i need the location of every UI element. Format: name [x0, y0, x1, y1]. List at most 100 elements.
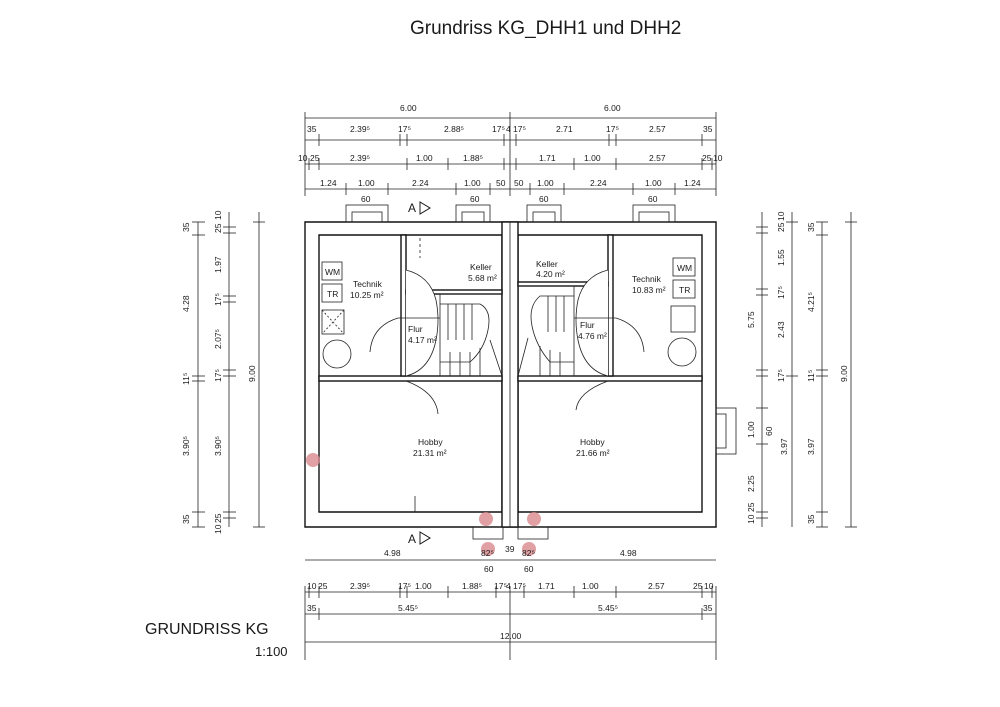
dim-left-inner-i: 25	[213, 513, 223, 523]
dim-top-r2-j: 10	[713, 153, 723, 163]
room-area-flur-2: 4.76 m²	[578, 331, 607, 341]
top-dimension-chains: 6.00 6.00 35 2.39⁵ 17⁵ 2.88⁵ 17⁵ 4 17⁵ 2…	[298, 103, 723, 204]
dim-window-top-2: 60	[470, 194, 480, 204]
dim-bottom-r1-e: 1.00	[415, 581, 432, 591]
room-area-technik-2: 10.83 m²	[632, 285, 666, 295]
dim-bottom-r1-d: 17⁵	[398, 581, 411, 591]
room-area-keller-1: 5.68 m²	[468, 273, 497, 283]
dim-bottom-r1-b: 25	[318, 581, 328, 591]
dim-top-r3-c: 2.24	[412, 178, 429, 188]
dim-top-r2-g: 1.00	[584, 153, 601, 163]
dim-right-mid-a: 5.75	[746, 311, 756, 328]
dim-top-r3-d: 1.00	[464, 178, 481, 188]
dim-top-r2-e: 1.88⁵	[463, 153, 483, 163]
room-name-hobby-2: Hobby	[580, 437, 605, 447]
dim-left-inner-c: 1.97	[213, 256, 223, 273]
dim-top-r2-h: 2.57	[649, 153, 666, 163]
dim-bottom-r2-c: 5.45⁵	[598, 603, 618, 613]
dim-top-r2-d: 1.00	[416, 153, 433, 163]
dim-top-total-right: 6.00	[604, 103, 621, 113]
dim-top-r1-h: 2.71	[556, 124, 573, 134]
room-name-technik-1: Technik	[353, 279, 383, 289]
marker-dot	[527, 512, 541, 526]
dim-bottom-r2-b: 5.45⁵	[398, 603, 418, 613]
dim-window-top-4: 60	[648, 194, 658, 204]
dim-top-r3-j: 1.24	[684, 178, 701, 188]
highlight-markers	[306, 453, 541, 556]
dim-top-r1-a: 35	[307, 124, 317, 134]
dim-bottom-r1-k: 1.00	[582, 581, 599, 591]
dim-bottom-r1-l: 2.57	[648, 581, 665, 591]
room-name-keller-1: Keller	[470, 262, 492, 272]
marker-dot	[306, 453, 320, 467]
dim-top-r2-b: 25	[310, 153, 320, 163]
dim-bottom-r1-a: 10	[307, 581, 317, 591]
dim-left-inner-f: 17⁵	[213, 369, 223, 382]
room-area-hobby-1: 21.31 m²	[413, 448, 447, 458]
dim-top-r1-e: 17⁵	[492, 124, 505, 134]
room-area-technik-1: 10.25 m²	[350, 290, 384, 300]
plan-label: GRUNDRISS KG	[145, 621, 269, 638]
dim-left-inner-d: 17⁵	[213, 293, 223, 306]
section-markers: A A	[408, 201, 431, 546]
dim-top-r2-a: 10	[298, 153, 308, 163]
dim-bottom-r1-g: 17⁵	[494, 581, 507, 591]
drawing-title: Grundriss KG_DHH1 und DHH2	[410, 18, 682, 39]
dim-left-outer-d: 3.90⁵	[181, 436, 191, 456]
room-area-flur-1: 4.17 m²	[408, 335, 437, 345]
dim-right-inner-a: 25	[776, 222, 786, 232]
dim-right-inner-e: 2.43	[776, 321, 786, 338]
marker-dot	[481, 542, 495, 556]
door-swings	[369, 238, 645, 512]
dim-top-r3-f: 50	[514, 178, 524, 188]
dim-bottom-part-a: 4.98	[384, 548, 401, 558]
dim-bottom-r1-j: 1.71	[538, 581, 555, 591]
appliance-label: TR	[679, 285, 690, 295]
dim-bottom-r1-f: 1.88⁵	[462, 581, 482, 591]
dim-left-outer-c: 11⁵	[181, 373, 191, 385]
dim-right-outer-d: 3.97	[806, 438, 816, 455]
staircase	[439, 285, 575, 377]
dim-bottom-r1-h: 4	[506, 581, 511, 591]
dim-bottom-part-b: 82⁵	[481, 548, 494, 558]
dim-right-outer-e: 35	[806, 514, 816, 524]
dim-top-r2-f: 1.71	[539, 153, 556, 163]
room-name-flur-2: Flur	[580, 320, 595, 330]
washing-machine-icon	[321, 261, 343, 281]
dim-left-inner-b: 10	[213, 210, 223, 220]
dim-bottom-r1-i: 17⁵	[513, 581, 526, 591]
dim-left-inner-g: 3.90⁵	[213, 436, 223, 456]
dim-right-outer-c: 11⁵	[806, 370, 816, 382]
appliances: WM TR WM TR	[321, 257, 697, 369]
dim-right-inner-h: 60	[764, 426, 774, 436]
dim-right-inner-d: 17⁵	[776, 286, 786, 299]
marker-dot	[522, 542, 536, 556]
dim-bottom-r1-n: 10	[704, 581, 714, 591]
windows	[345, 204, 737, 540]
room-area-keller-2: 4.20 m²	[536, 269, 565, 279]
dim-right-outer-a: 35	[806, 222, 816, 232]
dim-left-inner-h: 10	[213, 524, 223, 534]
room-area-hobby-2: 21.66 m²	[576, 448, 610, 458]
dim-bottom-window-a: 60	[484, 564, 494, 574]
dim-top-r1-i: 17⁵	[606, 124, 619, 134]
dim-left-inner-a: 25	[213, 223, 223, 233]
marker-dot	[479, 512, 493, 526]
dim-window-top-3: 60	[539, 194, 549, 204]
dim-top-total-left: 6.00	[400, 103, 417, 113]
dim-top-r2-i: 25	[702, 153, 712, 163]
room-labels: Technik 10.25 m² Keller 5.68 m² Flur 4.1…	[350, 259, 666, 458]
dim-bottom-r2-a: 35	[307, 603, 317, 613]
dim-right-inner-g: 1.00	[746, 421, 756, 438]
dim-bottom-r2-d: 35	[703, 603, 713, 613]
dim-bottom-part-d: 82⁵	[522, 548, 535, 558]
dim-bottom-total: 12.00	[500, 631, 522, 641]
dim-left-outer-e: 35	[181, 514, 191, 524]
room-name-hobby-1: Hobby	[418, 437, 443, 447]
room-name-technik-2: Technik	[632, 274, 662, 284]
dim-top-r1-d: 2.88⁵	[444, 124, 464, 134]
dryer-icon	[672, 279, 696, 299]
dim-bottom-r1-m: 25	[693, 581, 703, 591]
dim-right-inner-f: 17⁵	[776, 369, 786, 382]
dim-top-r1-b: 2.39⁵	[350, 124, 370, 134]
